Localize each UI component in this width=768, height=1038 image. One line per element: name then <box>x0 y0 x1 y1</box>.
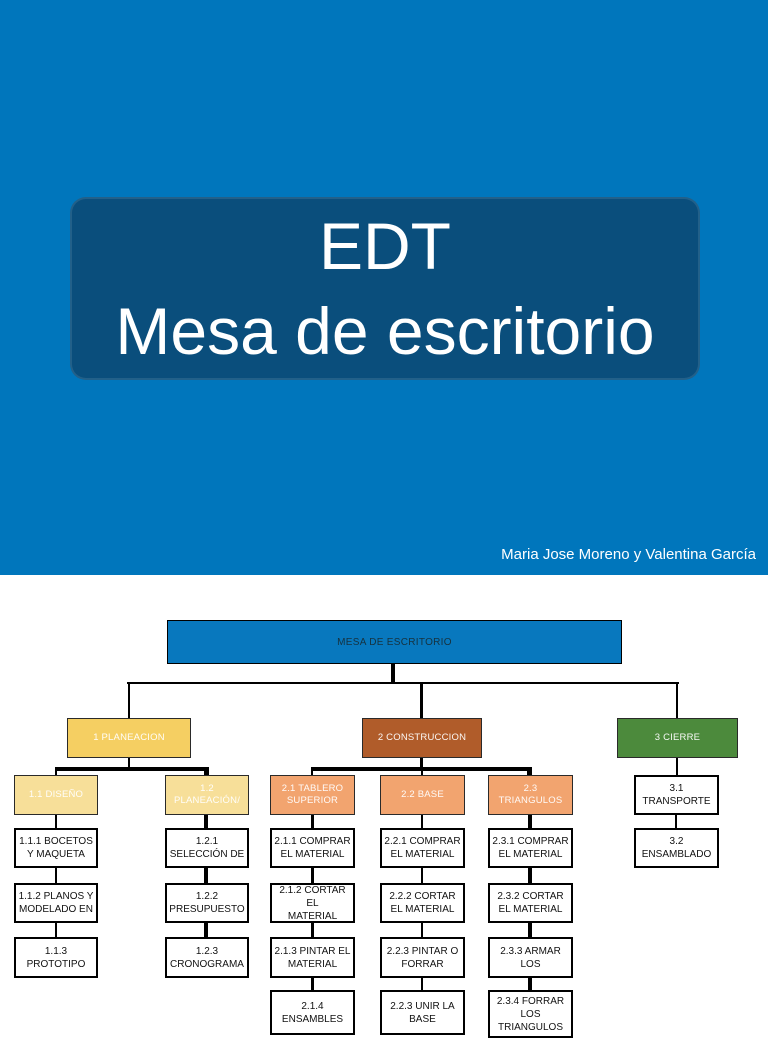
node-n111: 1.1.1 BOCETOS Y MAQUETA <box>14 828 98 868</box>
connector-line <box>55 868 57 883</box>
connector-line <box>311 771 313 775</box>
connector-line <box>128 684 130 718</box>
connector-line <box>421 815 423 828</box>
title-card: EDT Mesa de escritorio <box>70 197 700 380</box>
node-n11: 1.1 DISEÑO <box>14 775 98 815</box>
node-p1: 1 PLANEACION <box>67 718 191 758</box>
connector-line <box>421 771 423 775</box>
connector-line <box>55 767 209 771</box>
connector-line <box>528 815 532 828</box>
node-n31: 3.1 TRANSPORTE <box>634 775 719 815</box>
node-n22: 2.2 BASE <box>380 775 465 815</box>
attribution-text: Maria Jose Moreno y Valentina García <box>501 546 756 563</box>
connector-line <box>421 868 423 883</box>
title-line-1: EDT <box>319 209 451 284</box>
connector-line <box>311 815 314 828</box>
node-n121: 1.2.1 SELECCIÓN DE <box>165 828 249 868</box>
node-n234: 2.3.4 FORRAR LOS TRIANGULOS <box>488 990 573 1038</box>
node-n222: 2.2.2 CORTAR EL MATERIAL <box>380 883 465 923</box>
connector-line <box>528 923 532 937</box>
connector-line <box>127 682 679 684</box>
connector-line <box>204 767 209 775</box>
node-n123: 1.2.3 CRONOGRAMA <box>165 937 249 978</box>
connector-line <box>421 923 423 937</box>
connector-line <box>391 664 395 684</box>
node-n223: 2.2.3 PINTAR O FORRAR <box>380 937 465 978</box>
node-p3: 3 CIERRE <box>617 718 738 758</box>
node-n112: 1.1.2 PLANOS Y MODELADO EN <box>14 883 98 923</box>
connector-line <box>55 923 57 937</box>
node-p2: 2 CONSTRUCCION <box>362 718 482 758</box>
node-n21: 2.1 TABLERO SUPERIOR <box>270 775 355 815</box>
connector-line <box>527 767 532 775</box>
connector-line <box>204 868 208 883</box>
connector-line <box>676 684 678 718</box>
connector-line <box>204 815 208 828</box>
connector-line <box>421 978 423 990</box>
connector-line <box>55 815 57 828</box>
node-n23: 2.3 TRIANGULOS <box>488 775 573 815</box>
node-n233: 2.3.3 ARMAR LOS <box>488 937 573 978</box>
connector-line <box>420 684 423 718</box>
connector-line <box>528 978 532 990</box>
node-n221: 2.2.1 COMPRAR EL MATERIAL <box>380 828 465 868</box>
node-n224: 2.2.3 UNIR LA BASE <box>380 990 465 1035</box>
node-n214: 2.1.4 ENSAMBLES <box>270 990 355 1035</box>
node-n231: 2.3.1 COMPRAR EL MATERIAL <box>488 828 573 868</box>
node-mesa: MESA DE ESCRITORIO <box>167 620 622 664</box>
connector-line <box>676 758 678 775</box>
connector-line <box>311 923 314 937</box>
node-n32: 3.2 ENSAMBLADO <box>634 828 719 868</box>
node-n232: 2.3.2 CORTAR EL MATERIAL <box>488 883 573 923</box>
slide-header: EDT Mesa de escritorio Maria Jose Moreno… <box>0 0 768 575</box>
node-n122: 1.2.2 PRESUPUESTO <box>165 883 249 923</box>
connector-line <box>311 868 314 883</box>
connector-line <box>311 767 532 771</box>
connector-line <box>311 978 314 990</box>
node-n211: 2.1.1 COMPRAR EL MATERIAL <box>270 828 355 868</box>
node-n213: 2.1.3 PINTAR EL MATERIAL <box>270 937 355 978</box>
connector-line <box>675 815 677 828</box>
connector-line <box>204 923 208 937</box>
connector-line <box>420 758 423 768</box>
connector-line <box>528 868 532 883</box>
node-n212: 2.1.2 CORTAR EL MATERIAL <box>270 883 355 923</box>
title-line-2: Mesa de escritorio <box>115 293 655 368</box>
connector-line <box>55 771 57 775</box>
node-n12: 1.2 PLANEACIÓN/ <box>165 775 249 815</box>
connector-line <box>128 758 130 768</box>
node-n113: 1.1.3 PROTOTIPO <box>14 937 98 978</box>
